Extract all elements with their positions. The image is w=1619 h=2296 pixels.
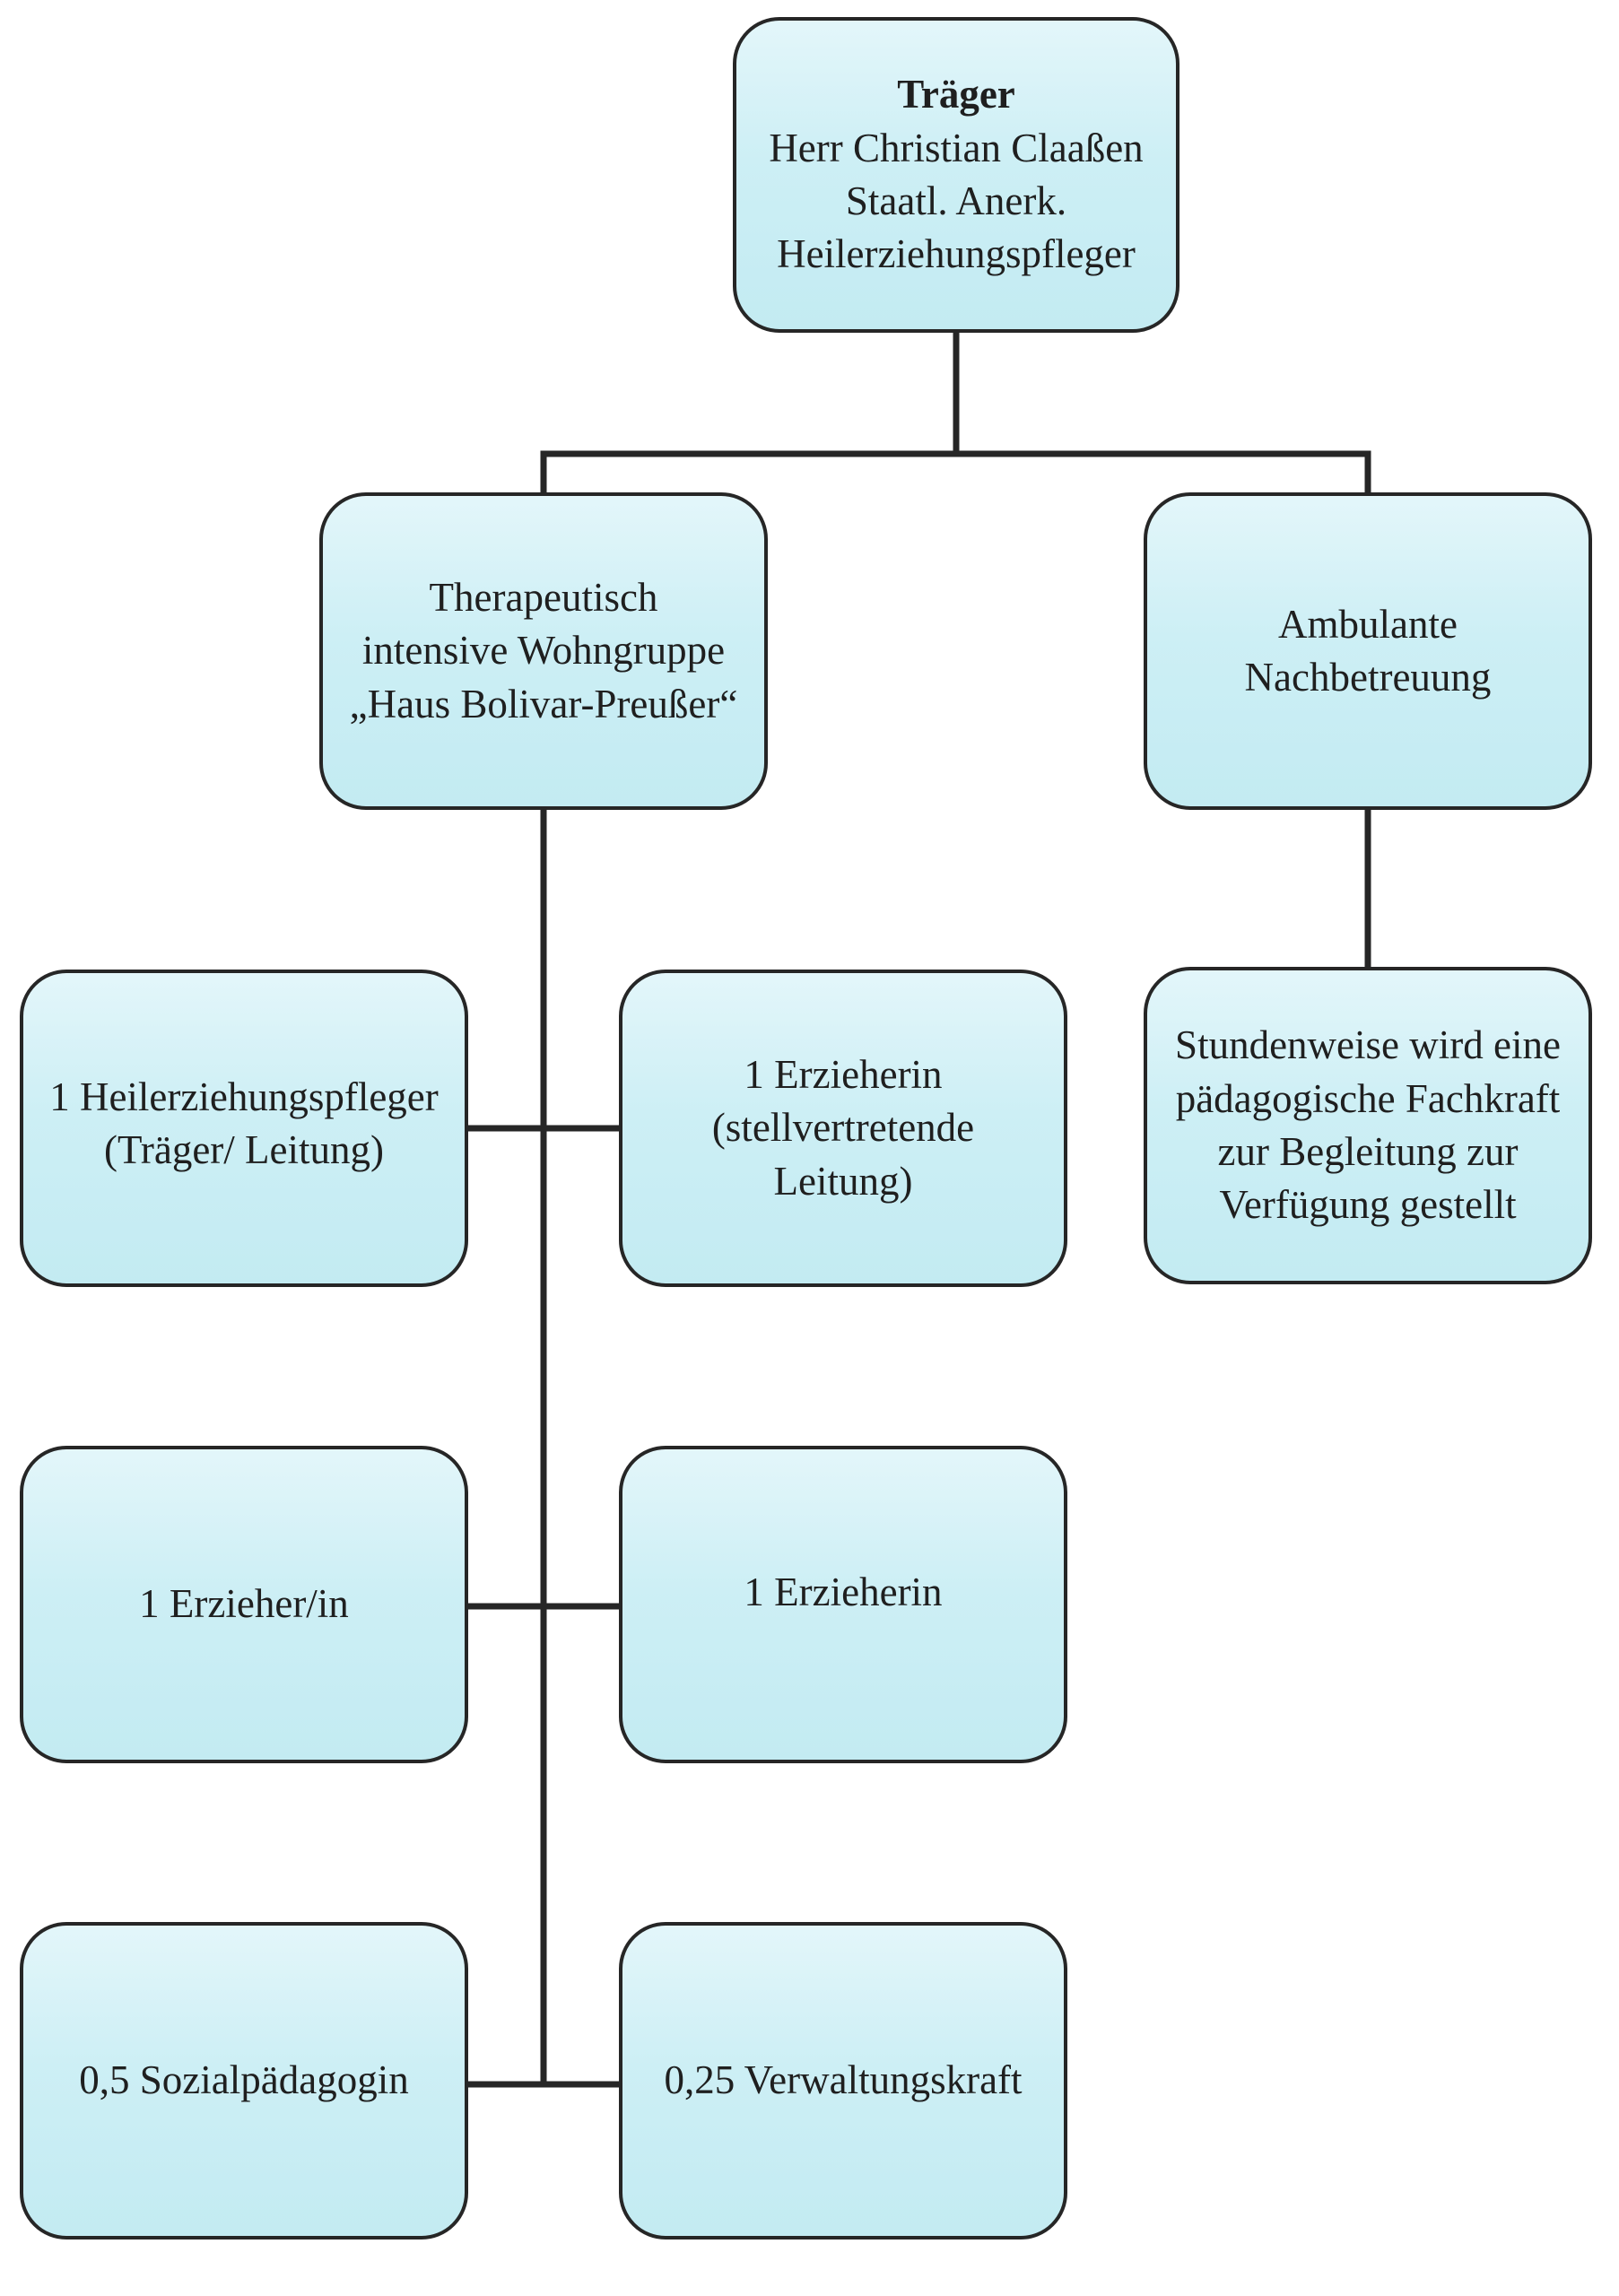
node-heilerz-line-1: 1 Heilerziehungspfleger	[49, 1074, 439, 1119]
node-erzieherin-line-1: 1 Erzieherin	[744, 1570, 943, 1614]
node-sozialpaedagogin: 0,5 Sozialpädagogin	[20, 1922, 468, 2239]
node-stundenweise-line-3: zur Begleitung zur	[1217, 1129, 1519, 1174]
node-erzieherin-s-line-1: 1 Erzieherin	[744, 1051, 943, 1097]
node-wohngruppe: Therapeutisch intensive Wohngruppe „Haus…	[319, 492, 768, 810]
node-erzieher-in-line-1: 1 Erzieher/in	[139, 1581, 349, 1627]
node-traeger-line-1: Herr Christian Claaßen	[769, 125, 1144, 170]
node-erzieherin-s-line-2: (stellvertretende	[711, 1105, 975, 1151]
node-heilerziehungspfleger: 1 Heilerziehungspfleger (Träger/ Leitung…	[20, 970, 468, 1287]
node-ambulante-nachbetreuung: Ambulante Nachbetreuung	[1144, 492, 1592, 810]
node-erzieherin-stellvertretend: 1 Erzieherin (stellvertretende Leitung)	[619, 970, 1067, 1287]
node-erzieherin-s-line-3: Leitung)	[773, 1158, 913, 1204]
node-verwaltungskraft: 0,25 Verwaltungskraft	[619, 1922, 1067, 2239]
node-stundenweise-line-2: pädagogische Fachkraft	[1175, 1075, 1561, 1121]
node-stundenweise-line-4: Verfügung gestellt	[1219, 1182, 1517, 1228]
node-erzieher-in: 1 Erzieher/in	[20, 1446, 468, 1763]
node-wohngruppe-line-2: intensive Wohngruppe	[361, 628, 726, 674]
node-ambulant-line-2: Nachbetreuung	[1244, 655, 1492, 700]
node-traeger-line-2: Staatl. Anerk.	[845, 178, 1067, 223]
node-sozial-line-1: 0,5 Sozialpädagogin	[79, 2057, 409, 2103]
node-traeger-title: Träger	[897, 72, 1015, 117]
node-traeger-line-3: Heilerziehungspfleger	[777, 231, 1136, 277]
node-stundenweise-line-1: Stundenweise wird eine	[1175, 1022, 1561, 1068]
node-stundenweise-fachkraft: Stundenweise wird eine pädagogische Fach…	[1144, 967, 1592, 1284]
node-wohngruppe-line-1: Therapeutisch	[429, 574, 658, 620]
node-heilerz-line-2: (Träger/ Leitung)	[103, 1127, 384, 1172]
node-traeger: Träger Herr Christian Claaßen Staatl. An…	[733, 17, 1179, 333]
node-ambulant-line-1: Ambulante	[1278, 601, 1458, 647]
node-wohngruppe-line-3: „Haus Bolivar-Preußer“	[349, 681, 738, 726]
node-erzieherin: 1 Erzieherin	[619, 1446, 1067, 1763]
node-verwaltung-line-1: 0,25 Verwaltungskraft	[664, 2057, 1023, 2103]
